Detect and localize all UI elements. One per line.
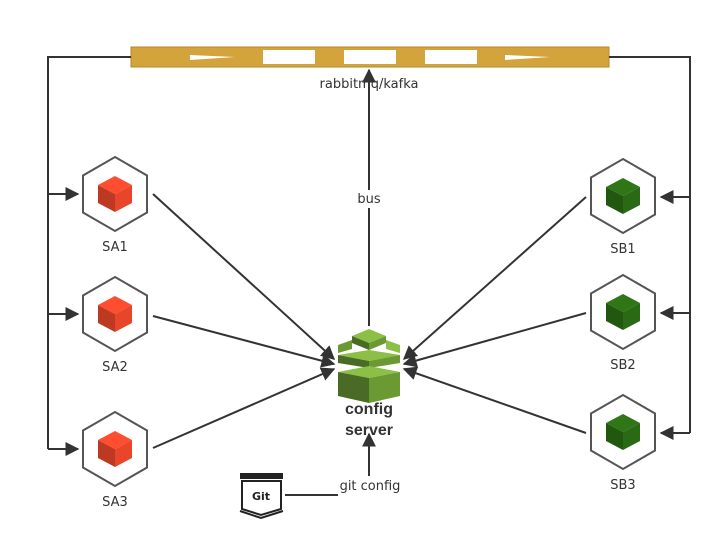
cube-icon	[98, 296, 132, 332]
edge-sa1	[152, 193, 336, 360]
service-node-a-3: SA3	[82, 410, 148, 510]
service-label-a-1: SA1	[102, 240, 128, 255]
message-bus	[130, 46, 610, 68]
service-node-a-1: SA1	[82, 155, 148, 255]
git-edge-label: git config	[340, 479, 401, 494]
service-label-a-2: SA2	[102, 360, 128, 375]
git-icon-label: Git	[252, 490, 270, 503]
edge-sb1	[402, 196, 587, 360]
cube-icon	[606, 414, 640, 450]
cube-icon	[606, 178, 640, 214]
service-edges	[152, 193, 587, 449]
config-server-title-line2: server	[345, 422, 393, 439]
config-server-title-line1: config	[345, 401, 393, 418]
cube-icon	[98, 431, 132, 467]
service-label-b-3: SB3	[610, 478, 635, 493]
cube-icon	[98, 176, 132, 212]
edge-sb3	[402, 366, 587, 434]
service-label-b-2: SB2	[610, 358, 635, 373]
service-node-a-2: SA2	[82, 275, 148, 375]
edge-sb2	[402, 312, 587, 368]
cube-icon	[606, 294, 640, 330]
git-icon: Git	[239, 473, 284, 520]
service-label-b-1: SB1	[610, 242, 635, 257]
edge-sa2	[152, 315, 336, 368]
service-node-b-3: SB3	[590, 393, 656, 493]
left-bus-rail	[47, 56, 131, 456]
service-node-b-2: SB2	[590, 273, 656, 373]
right-bus-rail	[609, 56, 691, 440]
service-node-b-1: SB1	[590, 157, 656, 257]
edge-sa3	[152, 367, 336, 449]
config-server-icon	[338, 329, 400, 403]
service-label-a-3: SA3	[102, 495, 128, 510]
bus-edge-label: bus	[357, 192, 380, 207]
